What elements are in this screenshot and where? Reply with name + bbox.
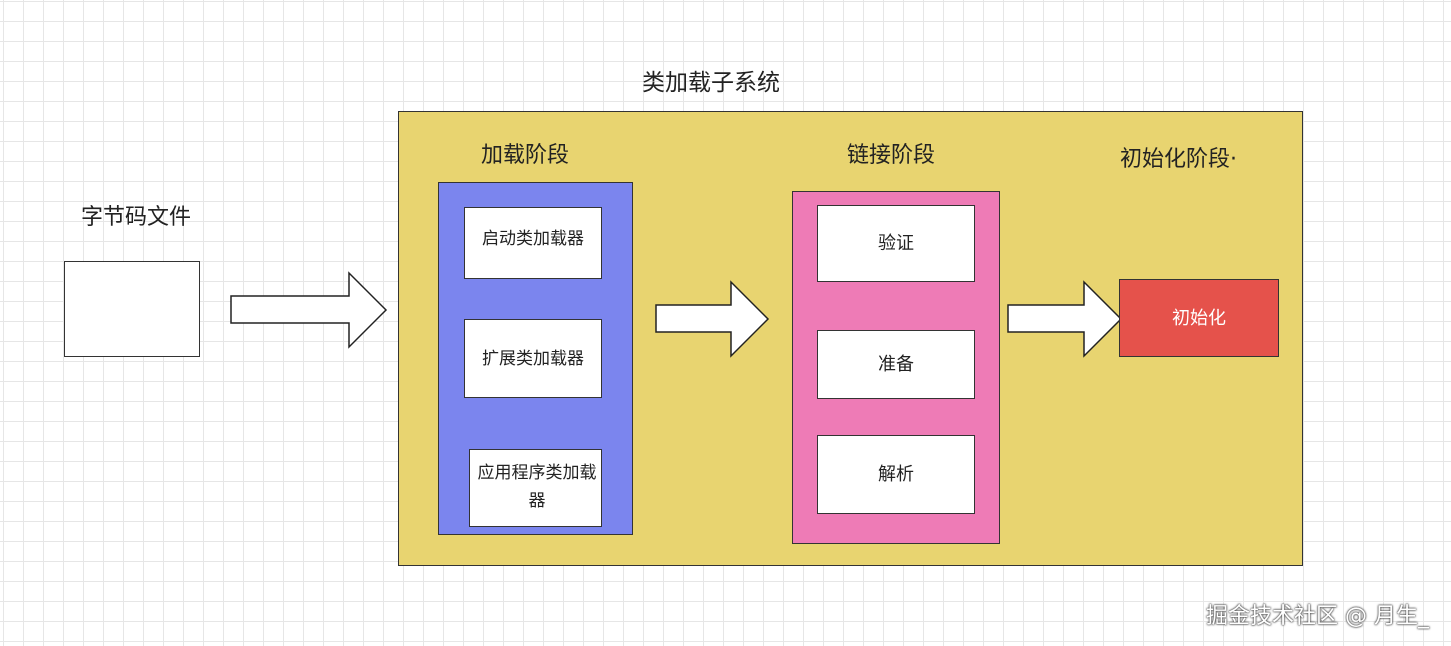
verification-step[interactable]: 验证 — [817, 205, 975, 282]
bytecode-file-label: 字节码文件 — [81, 205, 192, 230]
watermark-text: 掘金技术社区 @ 月生_ — [1206, 604, 1429, 629]
arrow-right-icon — [230, 271, 388, 349]
linking-phase-title: 链接阶段 — [847, 143, 936, 168]
application-class-loader[interactable]: 应用程序类加载器 — [469, 449, 602, 527]
initialization-phase-title: 初始化阶段· — [1120, 147, 1237, 172]
arrow-right-icon — [1007, 280, 1123, 358]
initialization-step[interactable]: 初始化 — [1119, 279, 1279, 357]
bytecode-file-box[interactable] — [64, 261, 200, 357]
subsystem-title: 类加载子系统 — [642, 70, 780, 96]
resolution-step[interactable]: 解析 — [817, 435, 975, 514]
loading-phase-title: 加载阶段 — [481, 143, 570, 168]
bootstrap-class-loader[interactable]: 启动类加载器 — [464, 207, 602, 279]
arrow-right-icon — [655, 280, 770, 358]
extension-class-loader[interactable]: 扩展类加载器 — [464, 319, 602, 398]
preparation-step[interactable]: 准备 — [817, 330, 975, 399]
